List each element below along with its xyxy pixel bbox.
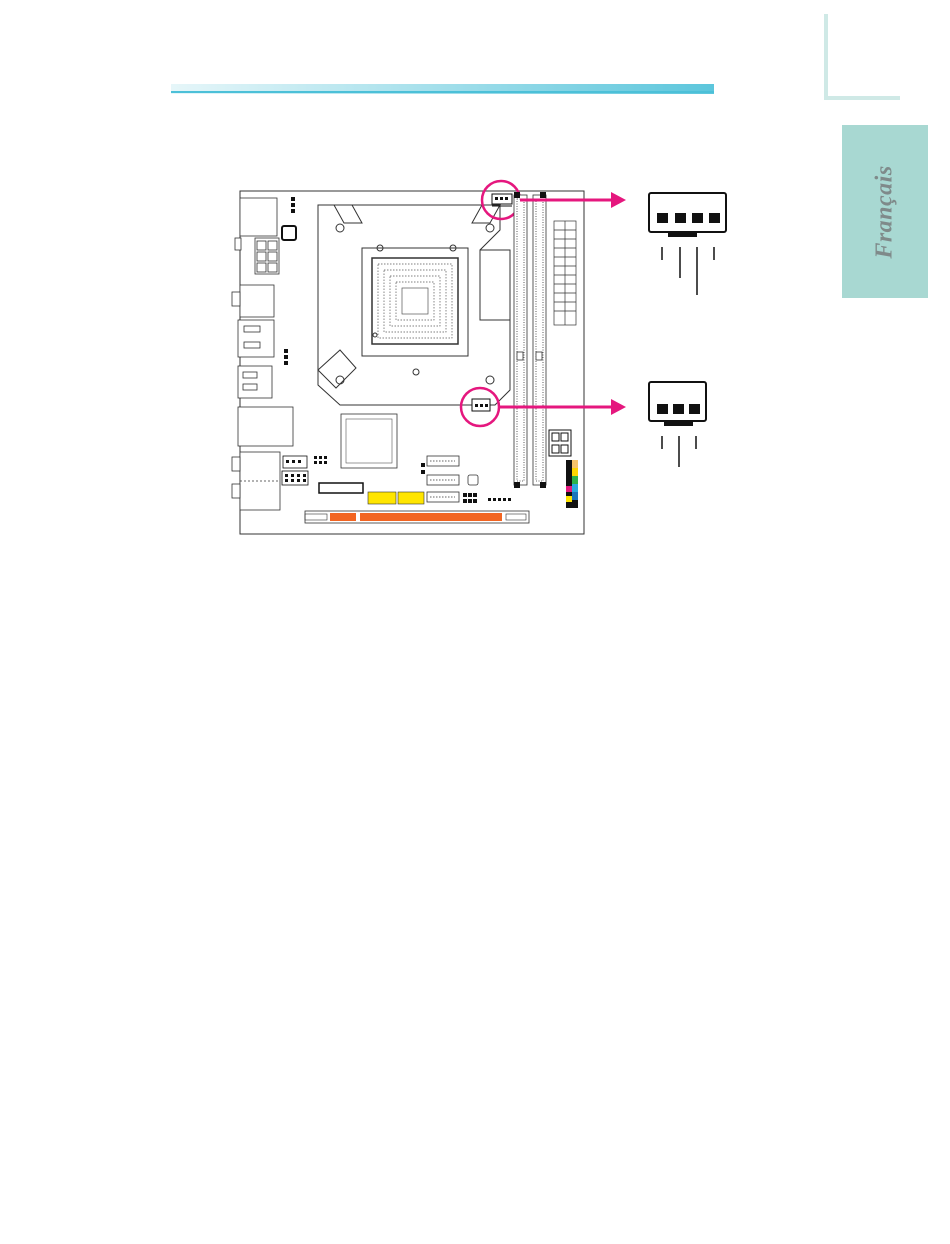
bios-chip [319, 483, 363, 493]
buzzer [468, 475, 478, 485]
atx12v-connector [255, 238, 279, 274]
debug-led [549, 430, 571, 456]
system-fan-connector [472, 399, 490, 411]
pcie-slot [305, 511, 529, 523]
chipset [341, 414, 397, 468]
atx-power-connector [554, 221, 576, 325]
cpu-fan-connector [492, 194, 512, 206]
fan-connector-3pin-detail [649, 382, 706, 467]
fan-connector-4pin-detail [649, 193, 726, 295]
battery-chip [282, 226, 296, 240]
usb-headers-yellow [368, 492, 424, 504]
front-panel-header [566, 460, 578, 508]
sata-connectors [427, 456, 459, 502]
